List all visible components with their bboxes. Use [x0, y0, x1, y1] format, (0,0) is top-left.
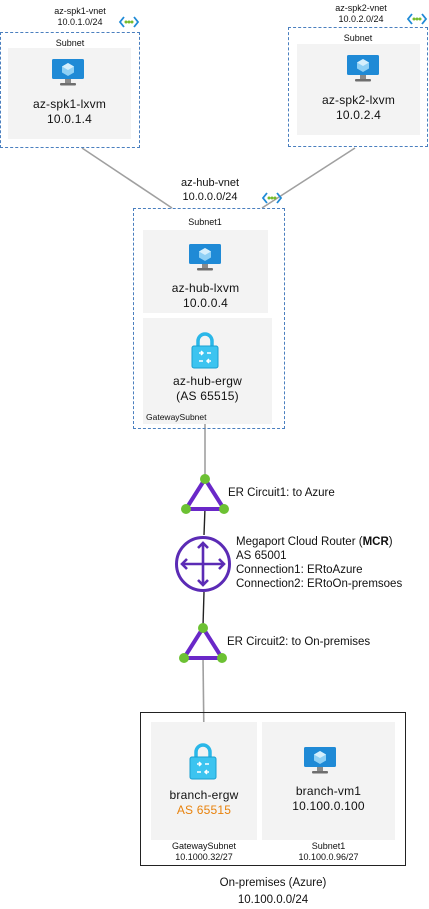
er-circuit1-label: ER Circuit1: to Azure [228, 487, 335, 499]
hub-vm-ip: 10.0.0.4 [183, 296, 228, 310]
vpn-gateway-lock-icon [191, 332, 219, 369]
branch-gateway-card[interactable] [151, 722, 257, 840]
hub-gw-as: (AS 65515) [176, 389, 239, 403]
mcr-connection1: Connection1: ERtoAzure [236, 564, 363, 576]
er-circuit2-label: ER Circuit2: to On-premises [227, 636, 371, 648]
spk2-vm-ip: 10.0.2.4 [336, 108, 381, 122]
er-circuit-icon [179, 623, 227, 663]
hub-subnet-label: Subnet1 [188, 217, 222, 227]
spk2-subnet-label: Subnet [343, 33, 373, 43]
spk2-hub-peering-line [261, 147, 356, 209]
branch-vm-subnet-label: Subnet1 [311, 841, 346, 851]
onprem-site-name: On-premises (Azure) [219, 877, 327, 889]
spk1-vnet-box [0, 32, 140, 148]
branch-vm-ip: 10.100.0.100 [292, 799, 365, 813]
spk1-vnet-name: az-spk1-vnet [54, 6, 106, 16]
router-icon [175, 536, 231, 592]
hub-vnet-name: az-hub-vnet [180, 177, 240, 189]
branch-gateway-subnet-label: GatewaySubnet [171, 841, 237, 851]
spk1-subnet-label: Subnet [55, 38, 85, 48]
spk1-vnet-cidr: 10.0.1.0/24 [57, 17, 103, 27]
er1-mcr-line [203, 507, 206, 536]
spk2-vnet-box [288, 27, 428, 147]
spk1-vm-ip: 10.0.1.4 [47, 112, 92, 126]
onprem-site-box [140, 712, 406, 866]
branch-vm-card[interactable] [262, 722, 395, 840]
vm-icon [347, 55, 379, 82]
vm-icon [189, 244, 221, 271]
branch-gw-as: AS 65515 [176, 803, 232, 817]
vnet-icon [118, 16, 140, 28]
hub-vnet-cidr: 10.0.0.0/24 [182, 191, 238, 203]
vpn-gateway-lock-icon [189, 743, 217, 780]
mcr-er2-line [202, 591, 205, 627]
branch-gw-name: branch-ergw [169, 788, 239, 802]
onprem-site-cidr: 10.100.0.0/24 [237, 894, 309, 906]
hub-vm-name: az-hub-lxvm [171, 281, 240, 295]
vnet-icon [406, 13, 428, 25]
branch-vm-subnet-cidr: 10.100.0.96/27 [298, 852, 359, 862]
spk1-vm-name: az-spk1-lxvm [32, 97, 107, 111]
hub-vnet-box [133, 208, 285, 429]
spk2-vm-name: az-spk2-lxvm [321, 93, 396, 107]
vm-icon [304, 747, 336, 774]
mcr-title: Megaport Cloud Router (MCR) [236, 536, 393, 548]
hub-gateway-subnet-label: GatewaySubnet [146, 412, 207, 422]
er-circuit-icon [181, 474, 229, 514]
spk2-vnet-name: az-spk2-vnet [335, 3, 387, 13]
vnet-icon [261, 192, 283, 204]
mcr-as: AS 65001 [236, 550, 287, 562]
hub-gw-name: az-hub-ergw [173, 374, 242, 388]
branch-vm-name: branch-vm1 [295, 784, 362, 798]
mcr-connection2: Connection2: ERtoOn-premsoes [236, 578, 403, 590]
vm-icon [52, 59, 84, 86]
branch-gateway-subnet-cidr: 10.1000.32/27 [175, 852, 233, 862]
spk2-vnet-cidr: 10.0.2.0/24 [338, 14, 384, 24]
spk1-hub-peering-line [81, 147, 173, 209]
hub-vm-card[interactable] [143, 230, 268, 313]
